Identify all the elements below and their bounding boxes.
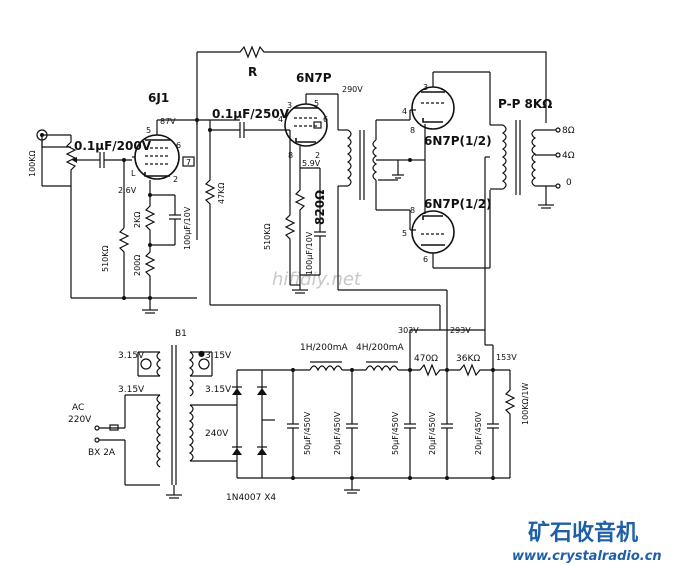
svg-text:B1: B1 [175,329,187,339]
filter-cap-20u-a: 20μF/450V [333,370,358,478]
input-coupling-cap: 0.1μF/200V [74,139,152,168]
svg-text:7: 7 [186,158,191,167]
brand-name: 矿石收音机 [528,520,638,546]
coupling-cap-250v: 0.1μF/250V [210,107,290,138]
svg-text:100μF/10V: 100μF/10V [183,206,192,250]
driver-grid-resistor: 510KΩ [263,165,296,285]
filter-cap-50u-a: 50μF/450V [287,370,312,478]
svg-text:4Ω: 4Ω [562,151,575,161]
svg-text:3.15V: 3.15V [205,385,232,395]
svg-text:BX 2A: BX 2A [88,448,116,458]
filter-cap-20u-b: 20μF/450V [428,370,453,478]
ac-input: AC 220V BX 2A [68,394,160,486]
svg-text:20μF/450V: 20μF/450V [333,411,342,455]
volume-pot: 100KΩ [28,134,84,187]
filter-cap-50u-b: 50μF/450V [391,370,416,478]
brand-site: www.crystalradio.cn [512,549,662,564]
svg-text:20μF/450V: 20μF/450V [428,411,437,455]
svg-text:240V: 240V [205,429,229,439]
filter-cap-20u-c: 20μF/450V [474,370,499,478]
svg-text:4: 4 [402,107,407,116]
driver-cathode: 820Ω 100μF/10V [290,168,327,294]
tube-6j1: 6J1 5 6 7 L 2 87V [131,91,197,184]
svg-text:2KΩ: 2KΩ [133,212,142,228]
interstage-transformer: 290V [337,85,410,211]
svg-text:●: ● [198,349,205,358]
svg-text:3: 3 [423,83,428,92]
svg-text:36KΩ: 36KΩ [456,354,480,364]
svg-text:20μF/450V: 20μF/450V [474,411,483,455]
tube-6n7p-output-bottom: 6N7P(1/2) 8 5 6 [402,159,492,269]
svg-text:6: 6 [323,115,328,124]
svg-text:50μF/450V: 50μF/450V [391,411,400,455]
svg-text:4: 4 [278,115,283,124]
tube-6n7p-driver: 6N7P 3 4 5 6 8 2 5.9V [278,71,339,169]
svg-text:AC: AC [72,403,84,413]
bleeder-resistor: 100KΩ/1W [504,370,530,478]
plate-resistor-47k: 47KΩ [197,119,240,305]
svg-text:5.9V: 5.9V [302,159,321,168]
svg-text:510KΩ: 510KΩ [101,245,110,272]
svg-text:100μF/10V: 100μF/10V [305,231,314,275]
svg-text:1H/200mA: 1H/200mA [300,343,348,353]
power-transformer: B1 3.15V 3.15V 3.15V 3.15V ● 240V [118,329,232,499]
output-transformer: P-P 8KΩ 8Ω 4Ω 0 [484,97,575,330]
cathode-network-6j1: 2.6V 2KΩ 200Ω 100μF/10V [118,180,192,314]
svg-text:220V: 220V [68,415,92,425]
svg-text:2: 2 [173,175,178,184]
svg-text:3: 3 [287,101,292,110]
tube-6n7p-output-top: 3 4 8 6N7P(1/2) [402,71,492,160]
svg-text:P-P 8KΩ: P-P 8KΩ [498,97,552,111]
watermark: hifidiy.net [272,269,362,290]
svg-text:510KΩ: 510KΩ [263,223,272,250]
filter-choke-4h: 4H/200mA [356,343,420,372]
svg-text:1N4007 X4: 1N4007 X4 [226,493,276,503]
svg-text:8Ω: 8Ω [562,126,575,136]
svg-text:47KΩ: 47KΩ [217,182,226,204]
svg-text:50μF/450V: 50μF/450V [303,411,312,455]
svg-text:R: R [248,65,257,79]
svg-text:3.15V: 3.15V [118,351,145,361]
svg-text:5: 5 [146,126,151,135]
svg-text:200Ω: 200Ω [133,255,142,276]
grid-resistor-510k: 510KΩ [70,160,197,299]
svg-text:6: 6 [423,255,428,264]
svg-text:293V: 293V [450,326,471,335]
svg-text:5: 5 [314,99,319,108]
svg-text:0.1μF/200V: 0.1μF/200V [74,139,152,153]
rectifier-bridge: 1N4007 X4 [215,369,276,503]
svg-text:3.15V: 3.15V [118,385,145,395]
svg-text:8: 8 [410,126,415,135]
svg-text:87V: 87V [160,117,176,126]
dropping-resistor-36k: 36KΩ [456,354,510,377]
svg-text:2: 2 [315,151,320,160]
svg-text:290V: 290V [342,85,363,94]
svg-text:100KΩ: 100KΩ [28,150,37,177]
svg-text:6N7P: 6N7P [296,71,332,85]
svg-text:8: 8 [410,206,415,215]
svg-text:4H/200mA: 4H/200mA [356,343,404,353]
svg-text:0: 0 [566,178,572,188]
svg-text:6: 6 [176,141,181,150]
svg-text:5: 5 [402,229,407,238]
svg-text:0.1μF/250V: 0.1μF/250V [212,107,290,121]
svg-text:303V: 303V [398,326,419,335]
feedback-resistor: R [197,45,547,123]
svg-text:153V: 153V [496,353,517,362]
svg-text:3.15V: 3.15V [205,351,232,361]
dropping-resistor-470: 470Ω [414,354,460,377]
svg-text:100KΩ/1W: 100KΩ/1W [521,383,530,425]
svg-text:6N7P(1/2): 6N7P(1/2) [424,134,492,148]
svg-text:2.6V: 2.6V [118,186,137,195]
svg-text:6J1: 6J1 [148,91,169,105]
svg-text:6N7P(1/2): 6N7P(1/2) [424,197,492,211]
svg-text:470Ω: 470Ω [414,354,438,364]
svg-text:L: L [131,169,136,178]
